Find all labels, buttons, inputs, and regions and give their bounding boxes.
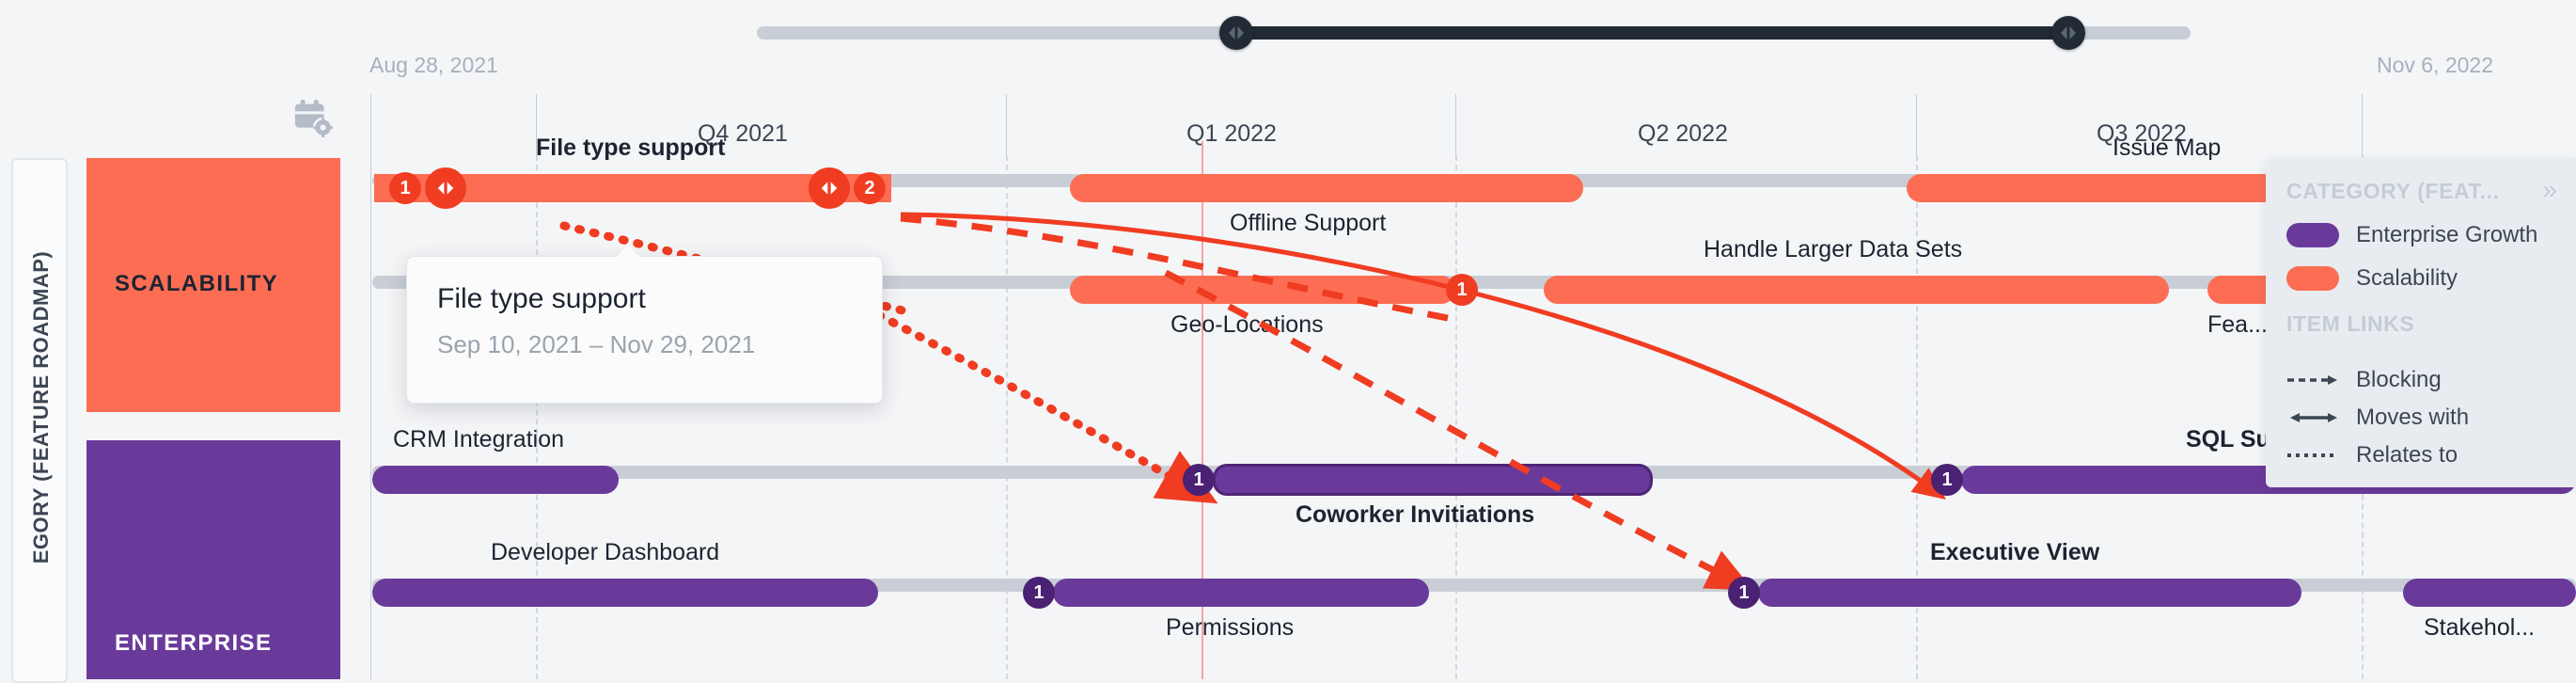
timeline-range-start: Aug 28, 2021 <box>369 53 498 77</box>
quarter-header-row: Q4 2021 Q1 2022 Q2 2022 Q3 2022 <box>0 120 2576 156</box>
task-resize-handle-left[interactable] <box>425 167 466 209</box>
legend-label-scalability: Scalability <box>2356 265 2458 291</box>
task-bar-developer-dashboard[interactable] <box>372 579 878 607</box>
gridline-q3-tick <box>1916 94 1917 155</box>
tooltip-title: File type support <box>437 283 646 314</box>
task-bar-offline-support[interactable] <box>1070 174 1583 202</box>
task-badge-geo-locations-end[interactable]: 1 <box>1446 274 1478 306</box>
task-bar-stakehol[interactable] <box>2403 579 2576 607</box>
gridline-start <box>370 94 371 679</box>
task-badge-file-type-support-end[interactable]: 2 <box>854 172 886 204</box>
legend-category-heading: CATEGORY (FEAT... <box>2286 179 2500 203</box>
task-bar-handle-larger-data-sets[interactable] <box>1544 276 2169 304</box>
task-bar-executive-view[interactable] <box>1758 579 2301 607</box>
task-label-coworker-invitiations: Coworker Invitiations <box>1296 501 1535 528</box>
drag-horizontal-icon <box>821 182 838 195</box>
gridline-dashed-1 <box>536 155 538 679</box>
chevron-double-right-icon[interactable]: » <box>2542 175 2557 204</box>
task-bar-geo-locations[interactable] <box>1070 276 1455 304</box>
task-badge-sql-su-start[interactable]: 1 <box>1931 464 1963 496</box>
task-label-issue-map: Issue Map <box>2113 135 2222 161</box>
task-bar-coworker-invitiations[interactable] <box>1213 464 1653 496</box>
quarter-label-q2-2022: Q2 2022 <box>1638 120 1728 147</box>
task-resize-handle-right[interactable] <box>809 167 850 209</box>
legend-link-relates-to: Relates to <box>2286 442 2458 469</box>
zoom-slider-right-handle[interactable] <box>2051 16 2085 50</box>
task-label-developer-dashboard: Developer Dashboard <box>491 539 720 565</box>
legend-label-relates-to: Relates to <box>2356 442 2458 468</box>
gridline-q2-tick <box>1455 94 1456 155</box>
category-block-scalability-label: SCALABILITY <box>115 271 279 296</box>
timeline-range-end: Nov 6, 2022 <box>2376 53 2493 77</box>
legend-item-enterprise-growth[interactable]: Enterprise Growth <box>2286 222 2537 248</box>
drag-horizontal-icon <box>2061 26 2076 40</box>
dotted-line-icon <box>2287 453 2335 457</box>
category-axis-rail: EGORY (FEATURE ROADMAP) <box>11 158 68 683</box>
quarter-label-q3-2022: Q3 2022 <box>2097 120 2187 147</box>
category-block-enterprise-label: ENTERPRISE <box>115 630 273 656</box>
legend-links-heading: ITEM LINKS <box>2286 311 2415 336</box>
zoom-slider-range[interactable] <box>1236 26 2068 40</box>
legend-label-enterprise-growth: Enterprise Growth <box>2356 222 2538 247</box>
category-block-scalability[interactable]: SCALABILITY <box>86 158 340 412</box>
drag-horizontal-icon <box>1229 26 1244 40</box>
gridline-end-tick <box>2362 94 2363 155</box>
legend-link-blocking: Blocking <box>2286 367 2442 393</box>
gridline-q1-tick <box>1006 94 1007 155</box>
task-tooltip: File type support Sep 10, 2021 – Nov 29,… <box>406 245 883 404</box>
legend-panel: CATEGORY (FEAT... » Enterprise Growth Sc… <box>2266 158 2576 487</box>
legend-link-moves-with: Moves with <box>2286 405 2469 431</box>
task-label-file-type-support: File type support <box>536 135 726 161</box>
gantt-row-1: File type support 1 2 Offline Support Is… <box>0 127 2576 236</box>
task-label-permissions: Permissions <box>1166 614 1295 641</box>
task-badge-executive-view-start[interactable]: 1 <box>1728 577 1760 609</box>
gantt-row-4: Developer Dashboard 1 Permissions 1 Exec… <box>0 539 2576 641</box>
task-label-handle-larger-data-sets: Handle Larger Data Sets <box>1704 236 1963 262</box>
task-label-crm-integration: CRM Integration <box>393 426 565 453</box>
category-block-enterprise[interactable]: ENTERPRISE <box>86 440 340 679</box>
task-label-executive-view: Executive View <box>1930 539 2100 565</box>
task-badge-coworker-invitiations-start[interactable]: 1 <box>1183 464 1215 496</box>
task-bar-crm-integration[interactable] <box>372 466 619 494</box>
calendar-settings-icon[interactable] <box>291 97 335 145</box>
legend-item-scalability[interactable]: Scalability <box>2286 265 2458 292</box>
gantt-chart-area: File type support 1 2 Offline Support Is… <box>0 89 2576 679</box>
double-arrow-icon <box>2290 413 2337 422</box>
task-label-stakehol: Stakehol... <box>2424 614 2536 641</box>
legend-label-moves-with: Moves with <box>2356 405 2470 430</box>
task-label-geo-locations: Geo-Locations <box>1170 311 1324 338</box>
legend-swatch-enterprise-growth <box>2286 223 2339 247</box>
gantt-row-3: CRM Integration 1 Coworker Invitiations … <box>0 426 2576 528</box>
legend-swatch-scalability <box>2286 266 2339 291</box>
timeline-zoom-slider[interactable] <box>757 16 2191 50</box>
dashed-arrow-icon <box>2287 375 2337 385</box>
drag-horizontal-icon <box>437 182 454 195</box>
task-badge-file-type-support-start[interactable]: 1 <box>389 172 421 204</box>
legend-label-blocking: Blocking <box>2356 367 2442 392</box>
gantt-row-2: Geo-Locations 1 Handle Larger Data Sets … <box>0 236 2576 338</box>
task-badge-permissions-start[interactable]: 1 <box>1023 577 1055 609</box>
task-label-fea: Fea... <box>2207 311 2268 338</box>
zoom-slider-left-handle[interactable] <box>1219 16 1253 50</box>
task-bar-permissions[interactable] <box>1053 579 1429 607</box>
tooltip-dates: Sep 10, 2021 – Nov 29, 2021 <box>437 330 756 358</box>
task-label-offline-support: Offline Support <box>1230 210 1387 236</box>
quarter-label-q4-2021: Q4 2021 <box>698 120 788 147</box>
gridline-q4-tick <box>536 94 537 155</box>
